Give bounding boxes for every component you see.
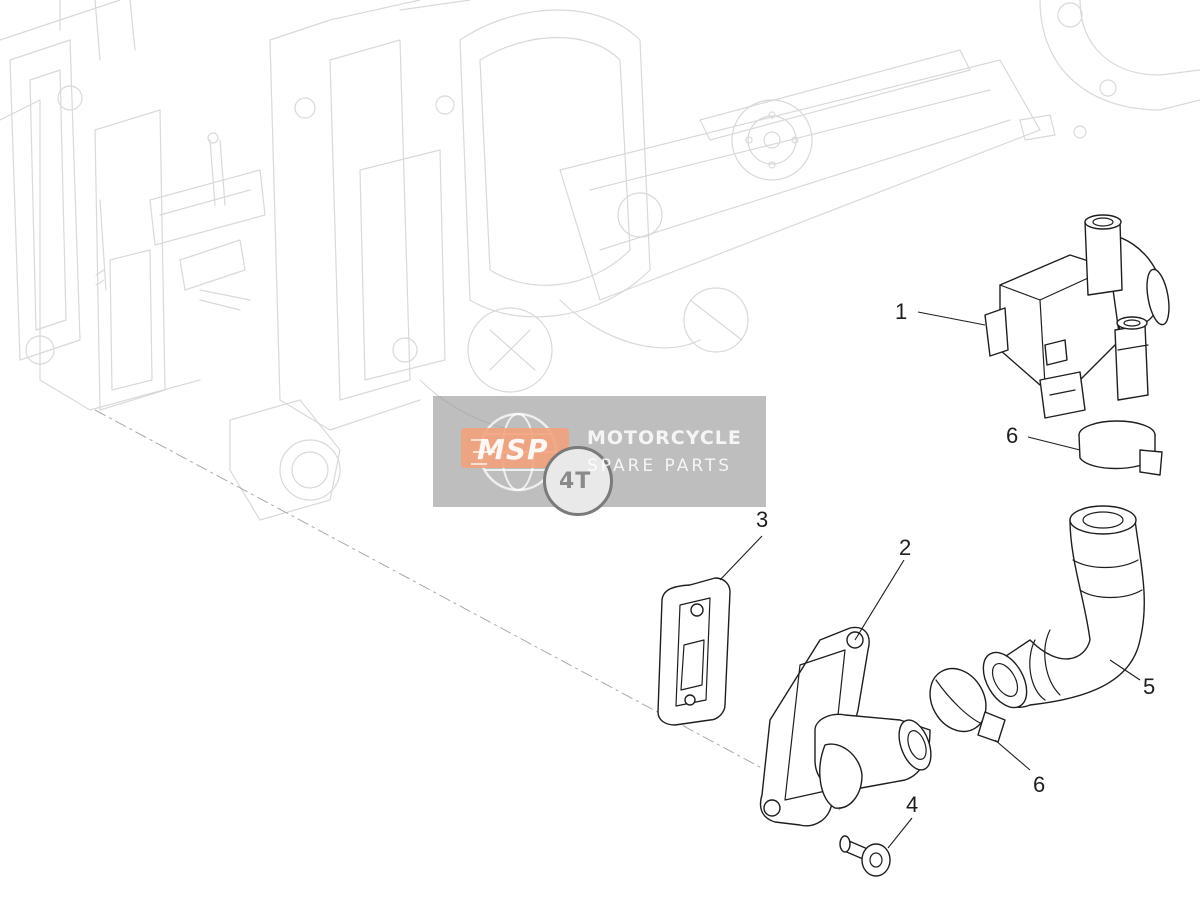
part-6-clamp-lower [929,667,1006,743]
part-3-gasket [657,577,731,726]
part-1-valve [984,214,1170,419]
callout-6-upper: 6 [1006,423,1019,448]
leader-lines [719,311,1141,849]
watermark-line1: MOTORCYCLE [587,427,742,449]
watermark-logo-text: MSP [477,433,549,466]
callout-6-lower: 6 [1033,772,1046,797]
part-4-bolt [839,835,891,877]
part-5-hose [982,505,1145,709]
part-6-clamp-upper [1078,420,1163,476]
callout-4: 4 [906,792,919,817]
callout-5: 5 [1143,674,1156,699]
engine-background [0,0,1200,811]
watermark-banner: MSP 4T MOTORCYCLE SPARE PARTS [433,396,766,516]
watermark-4t-badge: 4T [543,446,613,516]
callout-1: 1 [895,299,908,324]
part-2-flange [759,626,932,827]
callout-3: 3 [756,507,769,532]
watermark-line2: SPARE PARTS [587,456,733,476]
callout-2: 2 [899,535,912,560]
